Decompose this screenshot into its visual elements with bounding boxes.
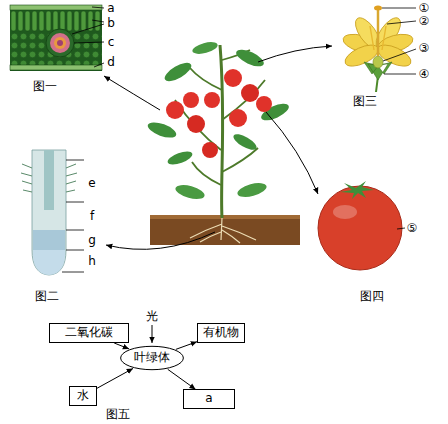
callout-number: ② (419, 15, 430, 27)
node-text: a (205, 392, 212, 405)
fruit (318, 186, 402, 270)
zone-marks (62, 160, 84, 272)
leaf (231, 131, 259, 153)
tomato (241, 84, 259, 102)
callout-number: ① (419, 2, 430, 14)
node-text: 叶绿体 (134, 351, 170, 364)
tomato (256, 96, 272, 112)
leader-line (92, 20, 104, 22)
leader-line (384, 74, 416, 75)
leader-line (387, 21, 416, 24)
leaf-section (10, 5, 104, 71)
tomato (224, 69, 242, 87)
ovary (373, 56, 383, 68)
flower (341, 6, 416, 93)
stem (220, 45, 223, 218)
leader-line (397, 228, 405, 229)
lower-epidermis (10, 65, 102, 70)
tomato-plant (104, 40, 332, 250)
spongy-layer (10, 32, 102, 65)
vein-outer (50, 33, 70, 53)
tomato-fruit (318, 181, 405, 270)
zone-letter: h (88, 255, 96, 267)
pointer-arrow (266, 112, 318, 194)
flow-arrow (168, 369, 196, 389)
organelle-ellipse: 叶绿体 (120, 345, 184, 371)
input-label: 光 (146, 310, 158, 322)
part-letter: a (107, 2, 114, 14)
zone-letter: e (88, 177, 95, 189)
leaf (236, 180, 268, 199)
vascular-core (44, 150, 54, 210)
upper-epidermis (10, 5, 102, 10)
calyx (340, 181, 374, 199)
leader-line (383, 49, 416, 61)
leaf (174, 182, 206, 201)
root-tip (21, 150, 84, 275)
zone-letter: f (90, 210, 94, 222)
ellipse-shape (121, 346, 184, 369)
roots (190, 218, 256, 243)
style (377, 10, 380, 56)
leaf (162, 59, 194, 84)
node-text: 有机物 (203, 326, 239, 339)
leaf (166, 149, 194, 167)
vein-middle (54, 37, 66, 49)
flow-arrow (114, 343, 129, 349)
part-letter: d (107, 56, 115, 68)
node-text: 水 (77, 389, 89, 402)
leaf (234, 46, 266, 70)
leaf-ground (10, 5, 102, 71)
process-box: 二氧化碳 (49, 323, 129, 343)
vein-core (57, 40, 63, 46)
vein-sheath (46, 29, 74, 57)
leaf (146, 119, 178, 141)
tomato (183, 92, 199, 108)
process-box: a (183, 389, 235, 408)
leader-line (382, 8, 416, 9)
figure-label: 图二 (35, 290, 59, 302)
leader-line (92, 7, 104, 8)
callout-number: ⑤ (407, 222, 418, 234)
figure-label: 图五 (106, 408, 130, 420)
pointer-arrow (258, 46, 332, 62)
leader-line (72, 24, 104, 34)
tomato (202, 142, 218, 158)
stamen (370, 26, 386, 50)
zone-letter: g (88, 234, 96, 246)
highlight (333, 205, 357, 219)
root-hairs (21, 164, 77, 192)
stigma (374, 6, 382, 11)
figure-label: 图三 (353, 95, 377, 107)
callout-number: ③ (419, 42, 430, 54)
figure-label: 图四 (360, 290, 384, 302)
soil (150, 215, 300, 245)
node-text: 二氧化碳 (65, 326, 113, 339)
part-letter: b (107, 17, 115, 29)
tomato (204, 92, 220, 108)
leaf (191, 40, 219, 56)
flow-arrow (176, 342, 197, 350)
tomato (229, 109, 247, 127)
light-arrow (152, 325, 153, 343)
tomato (187, 115, 205, 133)
root-cap (33, 250, 65, 275)
figure-label: 图一 (33, 80, 57, 92)
meristem (33, 230, 65, 250)
flow-arrow (97, 368, 133, 388)
process-box: 水 (69, 386, 97, 405)
leader-line (94, 63, 104, 67)
soil-surface (150, 215, 300, 219)
process-box: 有机物 (197, 323, 245, 343)
leader-line (74, 42, 104, 43)
pointer-arrow (106, 232, 215, 249)
tomato (166, 101, 184, 119)
root-body (32, 150, 66, 275)
part-letter: c (108, 36, 115, 48)
callout-number: ④ (419, 68, 430, 80)
pointer-arrow (104, 76, 160, 110)
